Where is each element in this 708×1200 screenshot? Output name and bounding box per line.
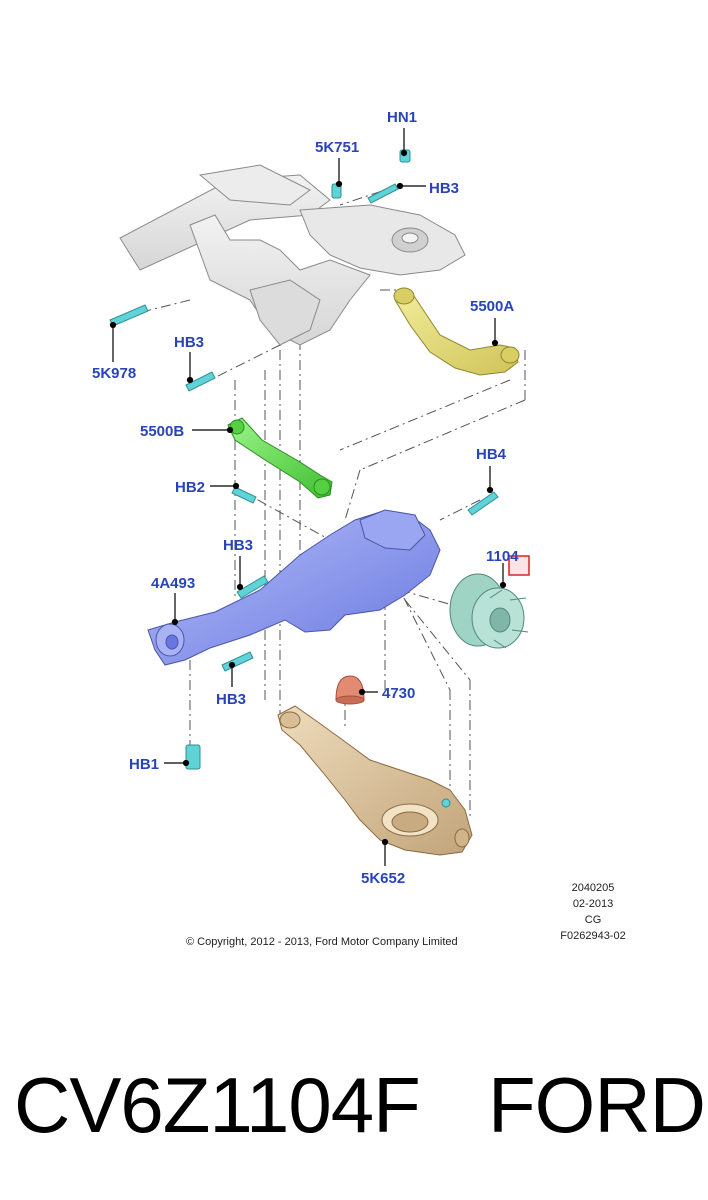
- callout-5500b: 5500B: [140, 423, 184, 440]
- suspension-exploded-diagram: HN1 5K751 HB3 5500A 5K978 HB3 5500B HB4 …: [92, 109, 530, 887]
- footer-caption: CV6Z1104F FORD: [0, 1050, 708, 1160]
- brand-name: FORD: [488, 1061, 706, 1149]
- part-number: CV6Z1104F: [14, 1061, 421, 1149]
- lower-arm-5k652: [277, 705, 473, 856]
- meta-line-2: 02-2013: [572, 898, 614, 910]
- callout-5500a: 5500A: [470, 298, 514, 315]
- meta-line-1: 2040205: [571, 882, 615, 894]
- upper-arm-5500a: [393, 287, 520, 376]
- callout-labels: HN1 5K751 HB3 5500A 5K978 HB3 5500B HB4 …: [92, 109, 519, 887]
- callout-hb3-mid: HB3: [223, 537, 253, 554]
- hub-1104: [449, 573, 529, 649]
- copyright-notice: © Copyright, 2012 - 2013, Ford Motor Com…: [186, 936, 458, 948]
- callout-hb1: HB1: [129, 756, 159, 773]
- callout-5k978: 5K978: [92, 365, 136, 382]
- drawing-meta: 2040205 02-2013 CG F0262943-02: [548, 880, 638, 944]
- callout-hb2: HB2: [175, 479, 205, 496]
- callout-hb4: HB4: [476, 446, 507, 463]
- highlight-box: [508, 555, 530, 576]
- meta-line-3: CG: [584, 914, 602, 926]
- knuckle-4a493: [147, 509, 441, 666]
- meta-line-4: F0262943-02: [560, 930, 626, 942]
- bump-stop-4730: [335, 675, 365, 705]
- callout-leaders: [109, 128, 507, 866]
- arm-5500b: [227, 417, 333, 499]
- callout-5k751: 5K751: [315, 139, 359, 156]
- callout-hb3-top: HB3: [429, 180, 459, 197]
- callout-4a493: 4A493: [151, 575, 195, 592]
- callout-1104: 1104: [486, 548, 519, 565]
- callout-4730: 4730: [382, 685, 415, 702]
- callout-hn1: HN1: [387, 109, 417, 126]
- callout-5k652: 5K652: [361, 870, 405, 887]
- callout-hb3-low: HB3: [216, 691, 246, 708]
- callout-hb3-left: HB3: [174, 334, 204, 351]
- subframe-part: [119, 164, 466, 346]
